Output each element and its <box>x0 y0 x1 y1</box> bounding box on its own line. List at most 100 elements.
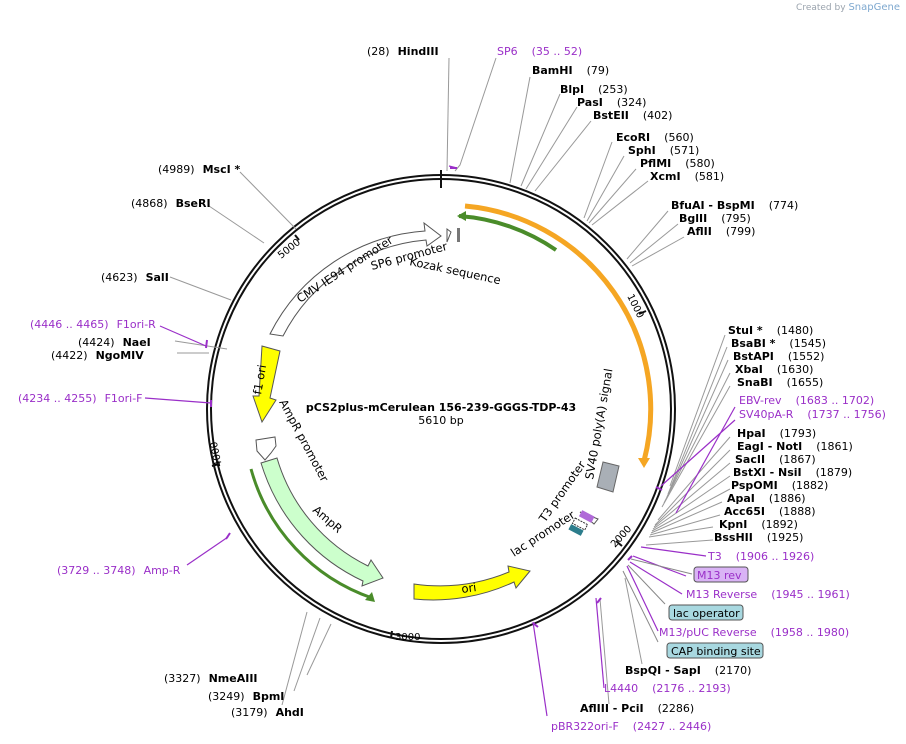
enz-pos-sacii: (1867) <box>779 453 816 466</box>
cap-site-block <box>568 524 584 536</box>
tick-label-4000: 4000 <box>209 440 225 467</box>
svg-text:pBR322ori-F(2427 .. 2446): pBR322ori-F(2427 .. 2446) <box>551 720 711 733</box>
svg-text:BlpI(253): BlpI(253) <box>560 83 628 96</box>
cap-binding-box-label: CAP binding site <box>671 645 761 658</box>
svg-text:BsaBI *(1545): BsaBI *(1545) <box>731 337 826 350</box>
cds-arrowhead <box>638 458 650 468</box>
svg-text:BstEII(402): BstEII (402) <box>593 109 672 122</box>
svg-text:EBV-rev(1683 .. 1702): EBV-rev (1683 .. 1702) <box>739 394 874 407</box>
tick-3000 <box>390 630 393 639</box>
svg-text:SacII(1867): SacII(1867) <box>735 453 816 466</box>
primer-t3: T3 <box>707 550 722 563</box>
primer-f1ori-f: F1ori-F <box>105 392 143 405</box>
enz-pos-apai: (1886) <box>769 492 806 505</box>
ampr-promoter-arrow[interactable] <box>255 436 277 461</box>
svg-text:EagI - NotI(1861): EagI - NotI (1861) <box>737 440 853 453</box>
primer-sites <box>205 167 663 628</box>
enz-pos-bsabi: (1545) <box>789 337 826 350</box>
svg-text:(4234 .. 4255)F1ori-F: (4234 .. 4255)F1ori-F <box>18 392 143 405</box>
f1-ori-arrow[interactable] <box>252 345 281 424</box>
mcerulean-tdp43-cds[interactable] <box>464 203 654 462</box>
svg-text:AflIII - PciI(2286): AflIII - PciI(2286) <box>580 702 694 715</box>
svg-text:BfuAI - BspMI(774): BfuAI - BspMI(774) <box>671 199 798 212</box>
ampr-primer-head <box>365 592 375 602</box>
svg-text:PspOMI(1882): PspOMI(1882) <box>731 479 828 492</box>
enzyme-snabi: SnaBI <box>737 376 773 389</box>
enz-pos-pasi: (324) <box>617 96 647 109</box>
kozak-sequence-label: Kozak sequence <box>408 254 502 287</box>
enzyme-sali: SalI <box>146 271 169 284</box>
primer-sp6: SP6 <box>497 45 518 58</box>
sv40-polya-box[interactable] <box>596 461 620 493</box>
enzyme-kpni: KpnI <box>719 518 747 531</box>
primer-labels: SP6(35 .. 52) EBV-rev(1683 .. 1702) SV40… <box>18 45 886 733</box>
enz-pos-bsteii: (402) <box>643 109 673 122</box>
enzyme-ecori: EcoRI <box>616 131 650 144</box>
green-primer-arc <box>458 214 558 252</box>
enzyme-xbai: XbaI <box>735 363 763 376</box>
primer-pbr322ori-f: pBR322ori-F <box>551 720 619 733</box>
enz-pos-bstapi: (1552) <box>788 350 825 363</box>
ampr-cds-arrow[interactable] <box>260 457 384 587</box>
enzyme-pflmi: PflMI <box>640 157 671 170</box>
sp6-promoter-arrow <box>446 228 452 243</box>
primer-l4440: L4440 <box>604 682 638 695</box>
svg-text:XcmI(581): XcmI(581) <box>650 170 724 183</box>
enzyme-pspomi: PspOMI <box>731 479 778 492</box>
svg-text:Acc65I(1888): Acc65I(1888) <box>724 505 816 518</box>
svg-text:EcoRI(560): EcoRI(560) <box>616 131 694 144</box>
enzyme-bsteii: BstEII <box>593 109 629 122</box>
enzyme-bamhi: BamHI <box>532 64 573 77</box>
enzyme-leader-lines <box>169 57 731 706</box>
tick-label-3000: 3000 <box>395 632 420 643</box>
primer-ebv-rev-range: (1683 .. 1702) <box>796 394 875 407</box>
enz-pos-blpi: (253) <box>598 83 628 96</box>
ampr-primer-arc <box>249 468 373 600</box>
enzyme-bfuai-bspmi: BfuAI - BspMI <box>671 199 755 212</box>
ori-label: ori <box>460 580 477 596</box>
primer-ebv-rev: EBV-rev <box>739 394 782 407</box>
green-arc-head <box>457 211 466 221</box>
enz-pos-sali: (4623) <box>101 271 138 284</box>
enzyme-acc65i: Acc65I <box>724 505 765 518</box>
primer-t3-range: (1906 .. 1926) <box>736 550 815 563</box>
tick-2000 <box>615 540 623 547</box>
svg-text:ApaI(1886): ApaI(1886) <box>727 492 805 505</box>
svg-text:(4422)NgoMIV: (4422)NgoMIV <box>51 349 144 362</box>
lac-operator-label-box <box>668 604 744 621</box>
enz-pos-snabi: (1655) <box>787 376 824 389</box>
ori-arrow[interactable] <box>413 565 531 601</box>
primer-m13-puc-reverse-range: (1958 .. 1980) <box>771 626 850 639</box>
primer-l4440-range: (2176 .. 2193) <box>652 682 731 695</box>
lac-operator-block <box>571 517 589 531</box>
enzyme-eagi-noti: EagI - NotI <box>737 440 802 453</box>
svg-text:(3249)BpmI: (3249)BpmI <box>208 690 284 703</box>
enz-pos-msci: (4989) <box>158 163 195 176</box>
svg-text:(3729 .. 3748)Amp-R: (3729 .. 3748)Amp-R <box>57 564 181 577</box>
enzyme-sphi: SphI <box>628 144 656 157</box>
primer-m13-puc-reverse: M13/pUC Reverse <box>659 626 757 639</box>
enz-pos-eagi: (1861) <box>816 440 853 453</box>
m13-rev-label-box <box>693 566 749 583</box>
svg-text:M13 Reverse(1945 .. 1961): M13 Reverse(1945 .. 1961) <box>686 588 850 601</box>
enz-pos-bsshii: (1925) <box>767 531 804 544</box>
cap-binding-label-box <box>666 642 764 659</box>
enzyme-aflii: AflII <box>687 225 712 238</box>
feature-box-lines <box>622 558 693 643</box>
svg-text:BstXI - NsiI(1879): BstXI - NsiI(1879) <box>733 466 852 479</box>
snapgene-logo: SnapGene <box>848 2 900 13</box>
kozak-box <box>457 228 460 242</box>
svg-text:(3179)AhdI: (3179)AhdI <box>231 706 304 719</box>
svg-text:BspQI - SapI(2170): BspQI - SapI(2170) <box>625 664 751 677</box>
svg-text:PflMI(580): PflMI(580) <box>640 157 715 170</box>
primer-m13-reverse-range: (1945 .. 1961) <box>771 588 850 601</box>
enzyme-xcmi: XcmI <box>650 170 681 183</box>
primer-amp-r-range: (3729 .. 3748) <box>57 564 136 577</box>
cmv-promoter-arrow[interactable] <box>269 221 442 337</box>
enzyme-bstxi-nsii: BstXI - NsiI <box>733 466 802 479</box>
svg-text:(3327)NmeAIII: (3327)NmeAIII <box>164 672 258 685</box>
svg-text:(4623)SalI: (4623) SalI <box>101 271 169 284</box>
enz-pos-bseri: (4868) <box>131 197 168 210</box>
